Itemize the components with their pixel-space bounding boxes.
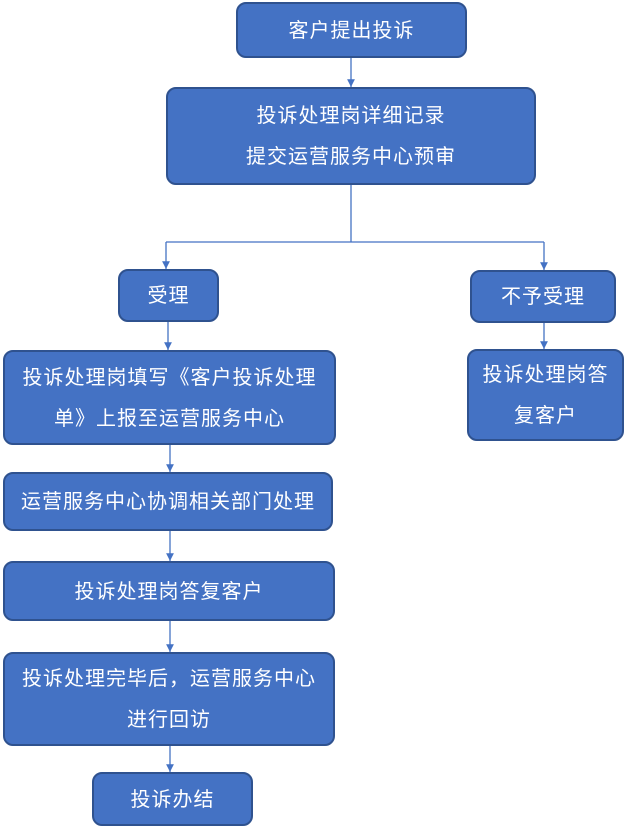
node-label: 提交运营服务中心预审 <box>246 144 456 168</box>
node-label: 投诉办结 <box>130 786 215 811</box>
node-reject: 不予受理 <box>470 270 616 323</box>
node-label: 进行回访 <box>127 707 211 731</box>
node-reply-customer: 投诉处理岗答复客户 <box>3 561 335 621</box>
node-coordinate-departments: 运营服务中心协调相关部门处理 <box>3 472 333 531</box>
node-fill-complaint-form: 投诉处理岗填写《客户投诉处理 单》上报至运营服务中心 <box>3 350 336 445</box>
node-label: 投诉处理完毕后，运营服务中心 <box>22 666 316 690</box>
node-accept: 受理 <box>118 269 219 322</box>
node-reply-customer-rejected: 投诉处理岗答 复客户 <box>467 349 624 441</box>
node-label: 运营服务中心协调相关部门处理 <box>21 489 315 513</box>
node-complaint-closed: 投诉办结 <box>92 772 253 826</box>
node-label: 投诉处理岗答 <box>482 362 609 386</box>
node-record-and-pre-review: 投诉处理岗详细记录 提交运营服务中心预审 <box>166 87 536 185</box>
node-label: 复客户 <box>514 403 577 427</box>
node-label: 受理 <box>147 283 190 307</box>
node-follow-up-visit: 投诉处理完毕后，运营服务中心 进行回访 <box>3 652 335 746</box>
node-label: 投诉处理岗详细记录 <box>256 103 446 127</box>
node-label: 投诉处理岗填写《客户投诉处理 <box>22 364 317 389</box>
node-label: 投诉处理岗答复客户 <box>74 578 264 603</box>
node-label: 单》上报至运营服务中心 <box>54 405 285 430</box>
node-label: 不予受理 <box>501 284 585 308</box>
node-label: 客户提出投诉 <box>288 17 415 42</box>
node-customer-complaint: 客户提出投诉 <box>236 2 467 58</box>
